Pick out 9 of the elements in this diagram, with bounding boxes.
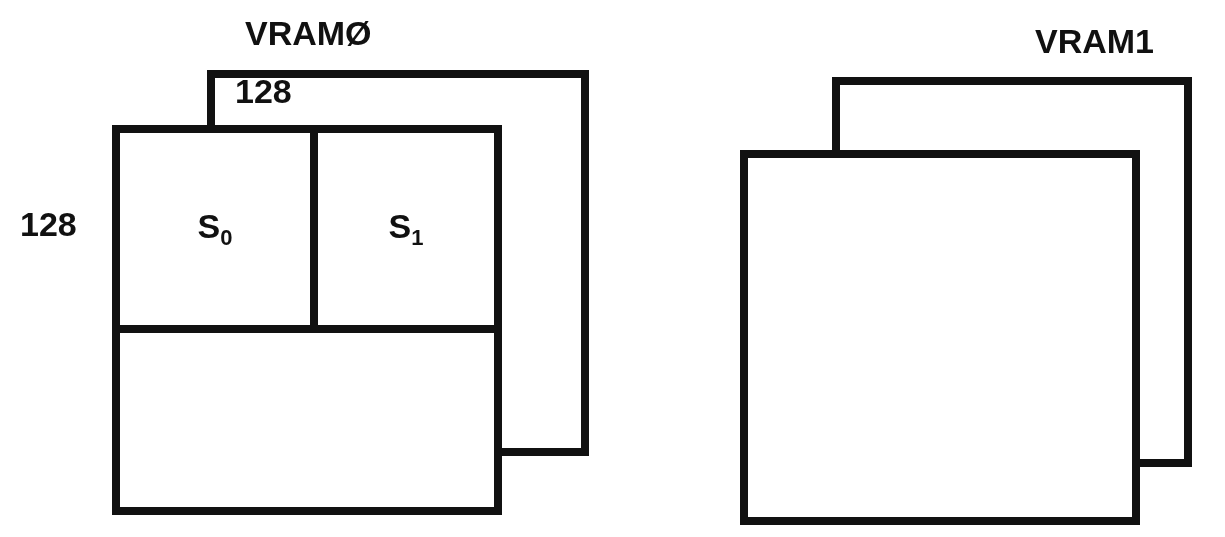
region-label: S$_{0}$ (197, 206, 233, 252)
size-label: S$_{1}$ (388, 206, 424, 252)
memory-plane (112, 125, 502, 515)
size-label: 128 (235, 72, 292, 111)
memory-plane (740, 150, 1140, 525)
plane-title: VRAM1 (1035, 22, 1155, 61)
memory-plane (832, 77, 1192, 467)
size-label: 128 (20, 205, 77, 244)
plane-title: VRAMØ (245, 14, 372, 53)
